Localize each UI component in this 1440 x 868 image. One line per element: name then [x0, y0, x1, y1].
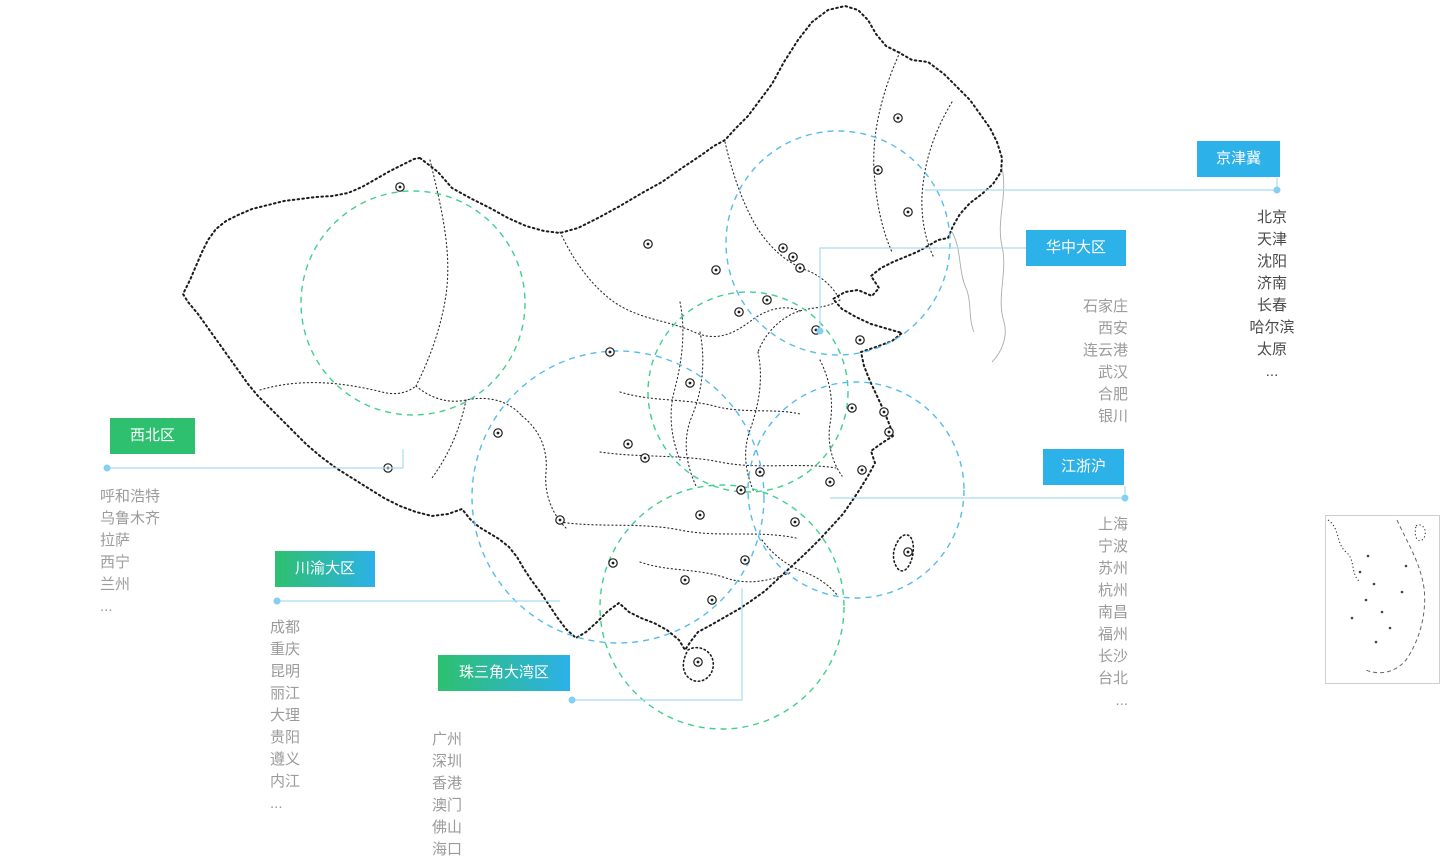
hainan-island: [682, 646, 715, 683]
city-item: 兰州: [100, 576, 131, 593]
region-tag-jiangzhehu[interactable]: 江浙沪: [1043, 449, 1125, 485]
city-item: 香港: [432, 775, 463, 792]
city-item: 杭州: [1097, 582, 1128, 599]
region-tag-chuanyu[interactable]: 川渝大区: [275, 551, 376, 587]
city-item: 遵义: [270, 751, 301, 768]
city-item: 昆明: [270, 663, 301, 680]
city-item: 丽江: [270, 685, 301, 702]
city-item: 台北: [1097, 670, 1128, 687]
connector-dot-xibei: [103, 464, 111, 472]
city-list-zhusanjiao: 广州 深圳 香港 澳门 佛山 海口 ...: [432, 729, 462, 868]
province-borders: [259, 51, 953, 597]
city-item: 上海: [1097, 516, 1128, 533]
city-item: 宁波: [1097, 538, 1128, 555]
city-item: 北京: [1256, 209, 1287, 226]
region-circles: [300, 130, 965, 730]
city-item: 天津: [1256, 231, 1287, 248]
region-tag-huazhong[interactable]: 华中大区: [1026, 230, 1127, 266]
city-item: 大理: [270, 707, 301, 724]
city-item: 成都: [270, 619, 301, 636]
city-item: 乌鲁木齐: [100, 510, 161, 527]
city-item: 南昌: [1097, 604, 1128, 621]
city-item: 贵阳: [270, 729, 301, 746]
connector-dot-huazhong: [816, 327, 824, 335]
city-item: 石家庄: [1082, 298, 1128, 315]
city-item: 西宁: [100, 554, 131, 571]
city-item: 太原: [1256, 341, 1287, 358]
connector-zhusanjiao: [572, 588, 743, 701]
city-markers: [383, 113, 913, 667]
connector-dot-chuanyu: [273, 597, 281, 605]
connector-dot-jiangzhehu: [1121, 494, 1129, 502]
city-item: 长沙: [1097, 648, 1128, 665]
region-tag-xibei[interactable]: 西北区: [110, 418, 196, 454]
city-item: ...: [270, 795, 283, 812]
city-item: ...: [100, 598, 113, 615]
region-tag-jingjinji[interactable]: 京津冀: [1197, 141, 1281, 177]
city-item: 连云港: [1082, 342, 1128, 359]
city-item: 福州: [1097, 626, 1128, 643]
connector-xibei: [107, 449, 404, 469]
region-circle-jiangzhehu: [747, 381, 965, 599]
city-item: 沈阳: [1256, 253, 1287, 270]
south-china-sea-inset: [1325, 515, 1440, 684]
region-circle-jingjinji: [725, 130, 951, 356]
city-item: 武汉: [1097, 364, 1128, 381]
city-item: 西安: [1097, 320, 1128, 337]
connector-huazhong: [819, 247, 1026, 331]
city-item: 澳门: [432, 797, 463, 814]
city-item: 哈尔滨: [1249, 319, 1295, 336]
region-circle-huazhong: [647, 291, 849, 493]
connector-jiangzhehu: [830, 486, 1126, 499]
city-list-jingjinji: 北京 天津 沈阳 济南 长春 哈尔滨 太原 ...: [1210, 207, 1334, 383]
city-item: 深圳: [432, 753, 463, 770]
city-item: 广州: [432, 731, 463, 748]
region-circle-xibei: [300, 190, 526, 416]
city-list-huazhong: 石家庄 西安 连云港 武汉 合肥 银川: [1028, 296, 1128, 428]
city-item: 合肥: [1097, 386, 1128, 403]
city-item: ...: [1265, 363, 1279, 380]
city-item: 重庆: [270, 641, 301, 658]
region-tag-zhusanjiao[interactable]: 珠三角大湾区: [438, 655, 571, 691]
city-item: 佛山: [432, 819, 463, 836]
city-list-chuanyu: 成都 重庆 昆明 丽江 大理 贵阳 遵义 内江 ...: [270, 617, 300, 815]
region-circle-chuanyu: [471, 350, 765, 644]
china-outline: [182, 5, 1003, 651]
city-list-jiangzhehu: 上海 宁波 苏州 杭州 南昌 福州 长沙 台北 ...: [1028, 514, 1128, 712]
taiwan-island: [892, 534, 915, 572]
region-circle-zhusanjiao: [599, 484, 845, 730]
connector-dot-zhusanjiao: [568, 696, 576, 704]
city-item: 银川: [1097, 408, 1128, 425]
connector-dot-jingjinji: [1273, 186, 1281, 194]
city-list-xibei: 呼和浩特 乌鲁木齐 拉萨 西宁 兰州 ...: [100, 486, 160, 618]
city-item: ...: [432, 861, 462, 868]
connectors: [103, 178, 1281, 704]
city-item: 长春: [1256, 297, 1287, 314]
city-item: 呼和浩特: [100, 488, 161, 505]
city-item: 苏州: [1097, 560, 1128, 577]
city-item: 济南: [1256, 275, 1287, 292]
city-item: 内江: [270, 773, 301, 790]
city-item: 海口: [432, 841, 463, 858]
city-item: 拉萨: [100, 532, 131, 549]
connector-jingjinji: [925, 178, 1278, 191]
city-item: ...: [1115, 692, 1128, 709]
